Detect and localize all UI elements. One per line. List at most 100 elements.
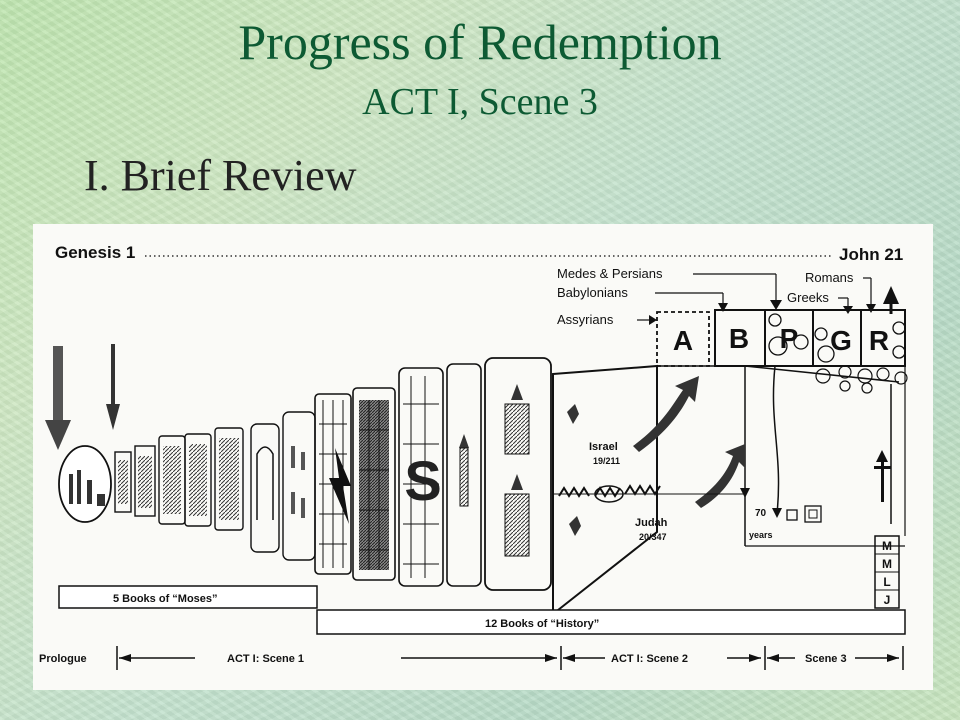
panel-10-letter: S bbox=[404, 449, 441, 512]
scene2-left-arrowhead bbox=[563, 654, 575, 662]
israel-figure bbox=[567, 404, 579, 424]
assyria-box bbox=[656, 311, 710, 367]
medes-arrowhead bbox=[770, 300, 782, 310]
romans-label: Romans bbox=[805, 270, 854, 285]
slide-subtitle: ACT I, Scene 3 bbox=[362, 81, 598, 123]
gospel-mark: M bbox=[882, 557, 892, 571]
cross-up-arrow bbox=[876, 450, 888, 462]
rome-letter: R bbox=[869, 325, 889, 356]
israel-label: Israel bbox=[589, 441, 618, 453]
scene3-label: Scene 3 bbox=[805, 653, 847, 665]
panel-12 bbox=[484, 357, 552, 591]
cross-horizontal bbox=[874, 466, 891, 469]
panel-03-fill bbox=[163, 446, 181, 514]
moses-books-label: 5 Books of “Moses” bbox=[113, 593, 218, 605]
judah-figure bbox=[569, 516, 581, 536]
panel-12-lampstand-bottom bbox=[504, 493, 530, 557]
panel-12-flame-top bbox=[511, 384, 523, 400]
panel-12-lampstand-top bbox=[504, 403, 530, 455]
panel-05 bbox=[214, 427, 244, 531]
scene1-left-arrowhead bbox=[119, 654, 131, 662]
panel-10-grid bbox=[403, 376, 439, 578]
persia-wavy-line bbox=[772, 365, 780, 515]
babylonians-label: Babylonians bbox=[557, 285, 628, 300]
israel-numbers: 19/211 bbox=[593, 456, 620, 466]
panel-02-fill bbox=[138, 456, 152, 508]
eden-oval bbox=[58, 445, 112, 523]
persia-circle-b bbox=[793, 334, 809, 350]
descending-arrow-shaft bbox=[53, 346, 63, 424]
cross-vertical bbox=[881, 460, 884, 502]
scene1-right-arrowhead bbox=[545, 654, 557, 662]
panel-11-flame bbox=[459, 434, 469, 448]
scene3-right-arrowhead bbox=[887, 654, 899, 662]
panel-06-arch bbox=[256, 446, 274, 520]
empire-slope-line bbox=[744, 365, 900, 383]
panel-08-zigzag bbox=[329, 448, 351, 524]
genesis-label: Genesis 1 bbox=[55, 243, 135, 262]
panel-07 bbox=[282, 411, 316, 561]
panel-05-fill bbox=[219, 438, 239, 520]
kingdom-zigzag bbox=[558, 486, 621, 498]
thin-arrowhead bbox=[106, 404, 120, 430]
kingdom-funnel bbox=[552, 364, 658, 617]
persia-letter: P bbox=[780, 323, 799, 354]
eden-figures bbox=[69, 470, 105, 506]
panel-09-grid bbox=[359, 400, 389, 570]
babylon-drop-arrow bbox=[740, 488, 750, 498]
persia-e-circle bbox=[768, 313, 782, 327]
temple-box-inner bbox=[808, 509, 818, 519]
panel-08 bbox=[314, 393, 352, 575]
panel-07-marks bbox=[291, 446, 305, 518]
slide-title: Progress of Redemption bbox=[238, 14, 722, 70]
greece-letter: G bbox=[830, 325, 852, 356]
babylon-arrowhead bbox=[718, 303, 728, 312]
rome-circle-b bbox=[892, 345, 906, 359]
panel-11-pillar bbox=[459, 447, 469, 507]
judah-label: Judah bbox=[635, 517, 668, 529]
gospel-luke: L bbox=[883, 575, 890, 589]
scene2-right-arrowhead bbox=[749, 654, 761, 662]
section-heading: I. Brief Review bbox=[84, 151, 357, 200]
israel-exile-arrow bbox=[633, 376, 699, 452]
john-label: John 21 bbox=[839, 245, 903, 264]
greece-circle-b bbox=[817, 345, 835, 363]
prologue-label: Prologue bbox=[39, 653, 87, 665]
persia-circle-a bbox=[768, 336, 788, 356]
assyrians-arrowhead bbox=[649, 315, 657, 325]
gospels-stack bbox=[874, 535, 900, 609]
panel-01 bbox=[114, 451, 132, 513]
panel-04-fill bbox=[189, 444, 207, 516]
panel-09 bbox=[352, 387, 396, 581]
empire-circle-cluster bbox=[815, 365, 908, 394]
rome-up-arrowhead bbox=[883, 286, 899, 304]
greece-circle-a bbox=[814, 327, 828, 341]
medes-persians-label: Medes & Persians bbox=[557, 266, 663, 281]
captivity-number: 70 bbox=[755, 508, 767, 519]
assyrians-label: Assyrians bbox=[557, 312, 614, 327]
persia-drop-arrow bbox=[772, 508, 782, 518]
panel-02 bbox=[134, 445, 156, 517]
thin-arrow-shaft bbox=[111, 344, 115, 408]
judah-exile-arrow bbox=[695, 444, 745, 508]
zigzag-after-oval bbox=[624, 484, 661, 496]
babylon-letter: B bbox=[729, 323, 749, 354]
captivity-unit: years bbox=[749, 530, 773, 540]
greeks-label: Greeks bbox=[787, 290, 829, 305]
temple-box-large bbox=[804, 505, 822, 523]
panel-10 bbox=[398, 367, 444, 587]
panel-06 bbox=[250, 423, 280, 553]
scene1-label: ACT I: Scene 1 bbox=[227, 653, 304, 665]
moses-books-bar bbox=[58, 585, 318, 609]
temple-box-small bbox=[786, 509, 798, 521]
panel-12-flame-bottom bbox=[511, 474, 523, 490]
scene3-left-arrowhead bbox=[767, 654, 779, 662]
redemption-timeline-diagram: Genesis 1 John 21 Medes & Persians Babyl… bbox=[33, 224, 933, 690]
judah-numbers: 20/347 bbox=[639, 532, 667, 542]
panel-11 bbox=[446, 363, 482, 587]
assyria-letter: A bbox=[673, 325, 693, 356]
history-books-label: 12 Books of “History” bbox=[485, 618, 599, 630]
descending-arrowhead bbox=[45, 420, 71, 450]
gospel-john: J bbox=[884, 593, 891, 607]
gospel-matthew: M bbox=[882, 539, 892, 553]
